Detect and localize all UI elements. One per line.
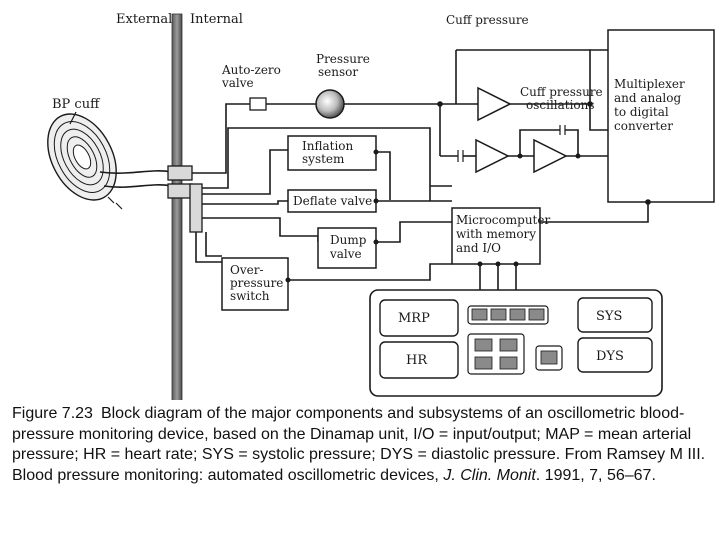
panel-button-row [467, 305, 549, 325]
auto-zero-valve-label: Auto-zero valve [221, 63, 285, 90]
deflate-valve-label: Deflate valve [293, 194, 372, 208]
bp-cuff-label: BP cuff [52, 97, 101, 112]
internal-label: Internal [190, 12, 243, 27]
pressure-sensor-icon [315, 89, 345, 119]
external-label: External [116, 12, 172, 27]
single-button[interactable] [540, 350, 558, 365]
block-diagram: External Internal BP cuff Auto-zero valv… [47, 12, 715, 400]
multiplexer-block [607, 29, 715, 203]
caption-text: Block diagram of the major components an… [12, 405, 706, 484]
dump-valve-label: Dump valve [329, 233, 370, 261]
panel-single-button [535, 345, 563, 371]
keypad-button-2[interactable] [499, 338, 518, 352]
cuff-pressure-label: Cuff pressure [446, 13, 529, 27]
bp-cuff-icon [47, 113, 123, 210]
hr-display [379, 341, 459, 379]
sys-display [577, 297, 653, 333]
overpressure-switch-block [221, 257, 289, 311]
figure-number: Figure 7.23 [12, 405, 93, 422]
panel-keypad [467, 333, 525, 375]
panel-button-1[interactable] [471, 308, 488, 321]
multiplexer-label: Multiplexer and analog to digital conver… [614, 77, 689, 133]
mrp-label: MRP [398, 311, 430, 326]
inflation-system-label: Inflation system [302, 139, 357, 166]
pressure-sensor-label: Pressure sensor [316, 52, 374, 79]
inflation-system-block [287, 135, 377, 171]
dys-display [577, 337, 653, 373]
cuff-tube-bottom [103, 184, 173, 188]
caption-citation: . 1991, 7, 56–67. [535, 466, 656, 484]
cuff-tube-top [99, 170, 173, 174]
keypad-button-3[interactable] [474, 356, 493, 370]
dys-label: DYS [596, 349, 624, 364]
sys-label: SYS [596, 309, 622, 324]
wall-connector-bottom [167, 183, 193, 199]
overpressure-switch-label: Over- pressure switch [230, 263, 287, 303]
panel-button-2[interactable] [490, 308, 507, 321]
keypad-button-4[interactable] [499, 356, 518, 370]
cuff-pressure-oscillations-label: Cuff pressure oscillations [520, 85, 606, 112]
microcomputer-label: Microcomputer with memory and I/O [456, 213, 554, 255]
dump-valve-block [317, 227, 377, 269]
wall-connector-top [167, 165, 193, 181]
microcomputer-block [451, 207, 541, 265]
caption-journal: J. Clin. Monit [443, 466, 536, 484]
oscillation-amplifier-1 [475, 138, 510, 174]
panel-button-4[interactable] [528, 308, 545, 321]
hr-label: HR [406, 353, 428, 368]
panel-button-3[interactable] [509, 308, 526, 321]
oscillation-amplifier-2 [533, 138, 568, 174]
wall-divider [171, 13, 183, 400]
mrp-display [379, 299, 459, 337]
cuff-pressure-amplifier [477, 86, 512, 122]
wall-connector-stem [189, 183, 203, 233]
keypad-button-1[interactable] [474, 338, 493, 352]
auto-zero-valve [249, 97, 267, 111]
